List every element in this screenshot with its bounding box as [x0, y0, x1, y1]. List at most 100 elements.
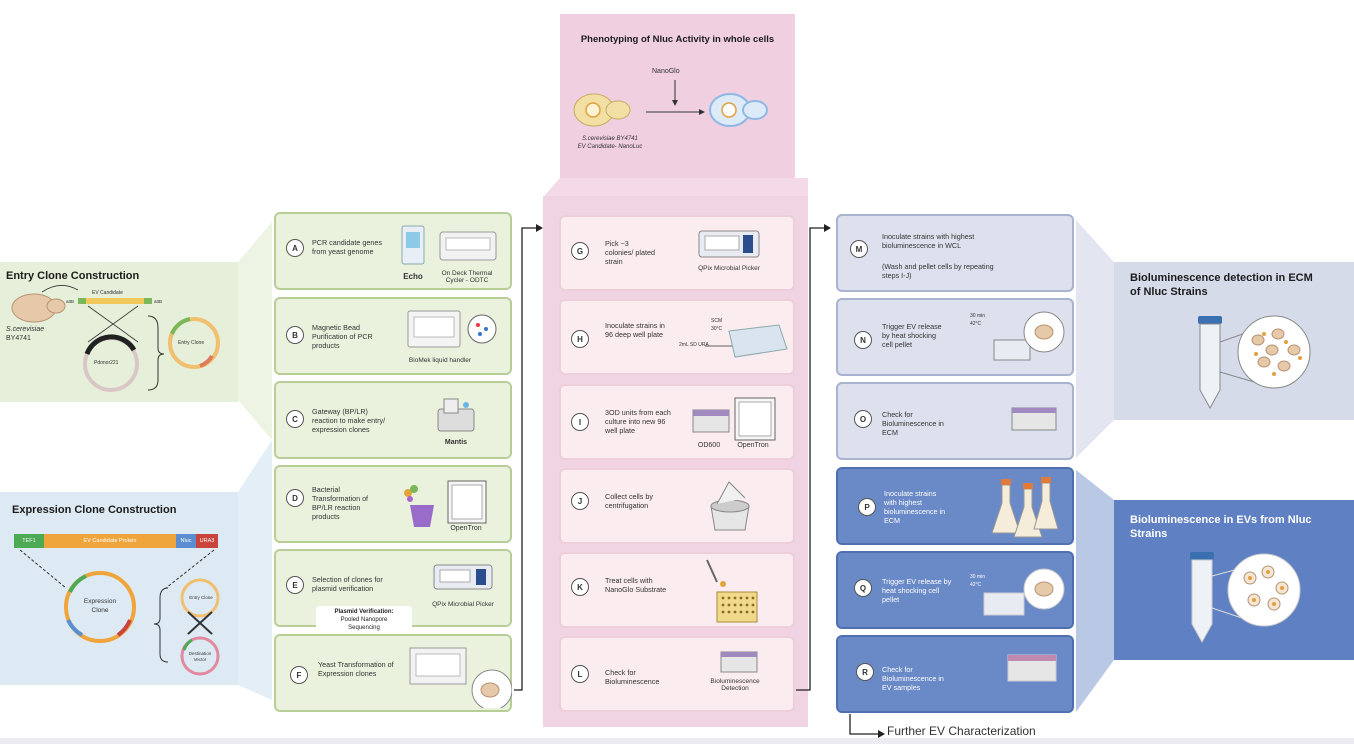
step-badge: H — [571, 330, 589, 348]
step-text: Inoculate strains in 96 deep well plate — [605, 321, 665, 339]
step-r: R Check for Bioluminescence in EV sample… — [836, 635, 1074, 713]
step-badge: F — [290, 666, 308, 684]
deep-well-plate-icon — [705, 324, 788, 358]
expression-clone-panel: Expression Clone Construction TEF1 EV Ca… — [0, 492, 238, 685]
step-badge: E — [286, 576, 304, 594]
odtc-label: On Deck Thermal Cycler - ODTC — [441, 270, 493, 285]
plasmid-verification-line-1: Pooled Nanopore — [340, 617, 388, 624]
nanoglo-plate-icon — [706, 559, 758, 623]
step-h: H Inoculate strains in 96 deep well plat… — [559, 299, 795, 375]
heat-block-icon — [983, 568, 1065, 616]
step-text: Check for Bioluminescence — [605, 668, 660, 686]
nanoglo-label: NanoGlo — [652, 68, 680, 75]
phenotyping-title: Phenotyping of Nluc Activity in whole ce… — [580, 34, 775, 45]
step-o: O Check for Bioluminescence in ECM — [836, 382, 1074, 460]
expression-clone-illustration-icon — [19, 549, 220, 676]
step-badge: R — [856, 663, 874, 681]
segment-ura3: URA3 — [196, 534, 218, 548]
mantis-instrument-icon — [437, 398, 475, 432]
step-d: D Bacterial Transformation of BP/LR reac… — [274, 465, 512, 543]
step-text: Check for Bioluminescence in ECM — [882, 410, 944, 437]
step-g: G Pick ~3 colonies/ plated strain QPix M… — [559, 215, 795, 291]
step-text: Gateway (BP/LR) reaction to make entry/ … — [312, 407, 386, 434]
ev-bioluminescence-title-1: Bioluminescence in EVs from Nluc — [1130, 514, 1312, 526]
step-badge: C — [286, 410, 304, 428]
ecm-detection-title-2: of Nluc Strains — [1130, 286, 1208, 298]
opentron-label-d: OpenTron — [450, 525, 482, 532]
entry-clone-circle-label: Entry Clone — [178, 340, 205, 346]
qpix-instrument-icon — [698, 230, 760, 258]
segment-ev-candidate: EV Candidate Protein — [44, 534, 176, 548]
temp-30-label: 30°C — [711, 326, 723, 332]
bioluminescence-detection-label: Bioluminescence Detection — [710, 678, 760, 693]
plate-reader-icon — [692, 397, 776, 441]
step-badge: D — [286, 489, 304, 507]
entry-strain-line-1: S.cerevisiae — [6, 326, 45, 333]
step-a: A PCR candidate genes from yeast genome … — [274, 212, 512, 290]
step-text: Selection of clones for plasmid verifica… — [312, 575, 383, 593]
step-text: PCR candidate genes from yeast genome — [312, 238, 382, 256]
step-text-note: (Wash and pellet cells by repeating step… — [882, 262, 994, 280]
tube-with-cells-icon — [1198, 315, 1311, 410]
step-badge: B — [286, 326, 304, 344]
ev-candidate-label: EV Candidate — [92, 290, 123, 296]
duration-label: 30 min — [970, 313, 986, 319]
qpix-instrument-icon — [433, 564, 493, 590]
luminometer-icon — [720, 651, 758, 673]
strain-line-1: S.cerevisiae BY4741 — [582, 136, 638, 142]
plasmid-verification-line-2: Sequencing — [348, 625, 380, 632]
step-text: Yeast Transformation of Expression clone… — [318, 660, 394, 678]
destination-label-2: Vector — [193, 657, 207, 662]
step-text: Bacterial Transformation of BP/LR reacti… — [312, 485, 369, 521]
step-badge: N — [854, 331, 872, 349]
segment-nluc: Nluc — [176, 534, 196, 548]
tube-with-evs-icon — [1190, 552, 1301, 644]
step-q: Q Trigger EV release by heat shocking ce… — [836, 551, 1074, 629]
expression-circle-label-2: Clone — [91, 607, 109, 614]
step-m: M Inoculate strains with highest biolumi… — [836, 214, 1074, 292]
step-badge: J — [571, 492, 589, 510]
step-i: I 3OD units from each culture into new 9… — [559, 384, 795, 460]
biomek-instrument-icon — [407, 310, 497, 348]
step-badge: O — [854, 410, 872, 428]
luminometer-icon — [1011, 407, 1057, 431]
step-text: Inoculate strains with highest biolumine… — [884, 489, 946, 525]
entry-clone-illustration-icon — [11, 285, 220, 392]
step-badge: L — [571, 665, 589, 683]
step-b: B Magnetic Bead Purification of PCR prod… — [274, 297, 512, 375]
opentron-label-i: OpenTron — [737, 442, 769, 449]
ecm-detection-panel: Bioluminescence detection in ECM of Nluc… — [1114, 262, 1354, 420]
biomek-label: BioMek liquid handler — [408, 357, 472, 364]
step-badge: A — [286, 239, 304, 257]
phenotyping-panel: Phenotyping of Nluc Activity in whole ce… — [560, 14, 795, 178]
step-c: C Gateway (BP/LR) reaction to make entry… — [274, 381, 512, 459]
step-text: Collect cells by centrifugation — [605, 492, 653, 510]
opentron-instrument-icon — [404, 480, 487, 527]
step-l: L Check for Bioluminescence Bioluminesce… — [559, 636, 795, 712]
strain-line-2: EV Candidate- NanoLuc — [577, 144, 643, 150]
step-p: P Inoculate strains with highest biolumi… — [836, 467, 1074, 545]
step-badge: Q — [854, 579, 872, 597]
expression-clone-title: Expression Clone Construction — [12, 504, 177, 516]
step-text: Inoculate strains with highest biolumine… — [882, 232, 975, 250]
temperature-label: 42°C — [970, 321, 982, 327]
step-badge: P — [858, 498, 876, 516]
destination-label-1: Destination — [188, 651, 212, 656]
yeast-arrow-icon — [573, 80, 768, 127]
step-n: N Trigger EV release by heat shocking ce… — [836, 298, 1074, 376]
entry-clone-title: Entry Clone Construction — [6, 270, 140, 282]
flasks-icon — [991, 477, 1059, 538]
plasmid-verification-title: Plasmid Verification: — [334, 609, 394, 615]
entry-strain-line-2: BY4741 — [6, 335, 31, 342]
pdonor-label: Pdonor221 — [94, 360, 119, 366]
expression-entry-label: Entry Clone — [189, 595, 213, 600]
attb-right-label: attB — [154, 299, 163, 304]
segment-tef1: TEF1 — [14, 534, 44, 548]
heat-block-icon — [993, 311, 1065, 361]
sd-ura-label: 2mL SD URA — [679, 342, 709, 348]
centrifuge-icon — [710, 481, 750, 531]
step-text: 3OD units from each culture into new 96 … — [605, 408, 671, 435]
step-f: F Yeast Transformation of Expression clo… — [274, 634, 512, 712]
echo-instrument-icon — [401, 225, 497, 265]
echo-label: Echo — [403, 272, 423, 281]
